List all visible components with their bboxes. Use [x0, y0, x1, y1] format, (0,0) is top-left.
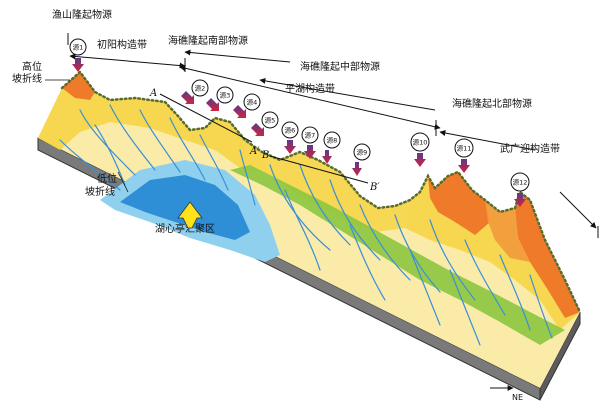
source-marker-10: 源10 — [410, 132, 430, 167]
source-marker-7: 源7 — [301, 126, 319, 159]
source-marker-4: 源4 — [233, 93, 261, 118]
uplift-boundary — [60, 70, 582, 314]
haijiao-middle-label: 海礁隆起中部物源 — [300, 60, 380, 73]
source-4-label: 源4 — [247, 98, 258, 107]
source-11-label: 源11 — [457, 144, 472, 153]
low-slope-label-2: 坡折线 — [85, 185, 115, 198]
source-zone-1 — [62, 72, 95, 100]
source-zone-10-11 — [428, 172, 490, 235]
block-right-face — [539, 311, 581, 401]
haijiao-north-label: 海礁隆起北部物源 — [452, 97, 532, 110]
source-9-label: 源9 — [357, 148, 368, 157]
wuguang-label: 武广迎构造带 — [500, 142, 560, 155]
section-line-b — [269, 155, 369, 184]
north-label: NE — [512, 393, 523, 402]
source-marker-8: 源8 — [322, 131, 341, 164]
source-marker-3: 源3 — [206, 86, 234, 111]
yellow-zone-middle — [262, 152, 410, 232]
low-slope-leader — [117, 171, 129, 193]
source-10-label: 源10 — [413, 138, 428, 147]
haijiao-middle-arrow — [259, 77, 436, 111]
source-12-label: 源12 — [513, 178, 528, 187]
source-marker-5: 源5 — [251, 111, 279, 136]
section-b-prime-label: B′ — [369, 182, 380, 193]
high-slope-label-1: 高位 — [22, 60, 42, 73]
source-marker-9: 源9 — [352, 143, 371, 176]
source-markers: 源1 源2 源3 源4 源5 源6 源7 — [69, 38, 530, 207]
lake-deep-blue — [120, 175, 250, 240]
source-zone-east-slope — [485, 200, 530, 262]
haijiao-south-label: 海礁隆起南部物源 — [168, 34, 248, 47]
convergence-arrow — [177, 201, 203, 229]
source-7-label: 源7 — [305, 131, 316, 140]
pinghu-arrow — [179, 65, 441, 130]
wuguang-arrow — [559, 191, 597, 229]
source-marker-6: 源6 — [281, 121, 299, 154]
pinghu-label: 平湖构造带 — [285, 82, 335, 95]
green-belt — [230, 165, 565, 345]
source-marker-12: 源12 — [510, 172, 530, 207]
source-2-label: 源2 — [195, 84, 206, 93]
source-marker-1: 源1 — [69, 38, 87, 72]
low-slope-label-1: 低位 — [97, 172, 117, 185]
source-5-label: 源5 — [265, 116, 276, 125]
chuyang-arrow — [69, 53, 186, 69]
chuyang-label: 初阳构造带 — [97, 38, 147, 51]
haijiao-north-arrow — [439, 130, 536, 151]
source-1-label: 源1 — [73, 43, 84, 52]
yushan-label: 渔山隆起物源 — [52, 8, 112, 21]
source-8-label: 源8 — [327, 136, 338, 145]
section-a-label: A — [149, 88, 157, 99]
source-3-label: 源3 — [220, 91, 231, 100]
lake-center-label: 湖心亭汇聚区 — [155, 222, 215, 235]
high-slope-label-2: 坡折线 — [12, 72, 42, 85]
source-marker-11: 源11 — [454, 138, 474, 173]
yellow-zone-west — [38, 72, 270, 175]
channels — [59, 104, 553, 346]
section-a-prime-label: A′ — [249, 146, 260, 157]
source-6-label: 源6 — [285, 126, 296, 135]
source-zone-12 — [515, 192, 580, 318]
source-marker-2: 源2 — [181, 79, 209, 104]
haijiao-south-arrow — [184, 49, 291, 63]
section-b-label: B — [261, 150, 269, 161]
